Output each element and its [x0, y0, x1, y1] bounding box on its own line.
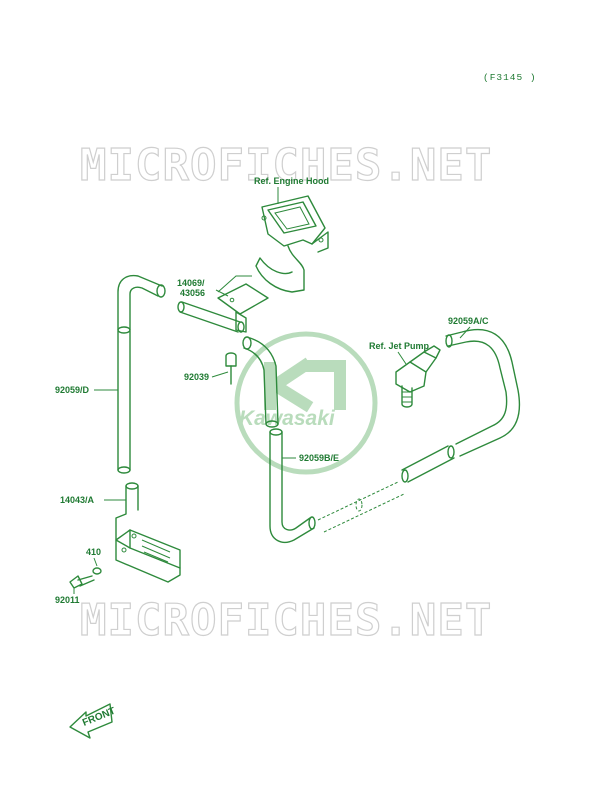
watermark-top: MICROFICHES.NET [80, 140, 492, 191]
logo-text: Kawasaki [239, 407, 336, 430]
washer-and-bolt [69, 567, 102, 589]
label-92039: 92039 [184, 372, 209, 382]
jet-pump-elbow [395, 345, 441, 408]
label-14043a: 14043/A [60, 495, 95, 505]
label-jet-pump: Ref. Jet Pump [369, 341, 430, 351]
label-410: 410 [86, 547, 101, 557]
pin [225, 352, 237, 385]
hose-right [401, 328, 521, 483]
diagram-code: (F3145 ) [483, 72, 537, 83]
label-92059be: 92059B/E [299, 453, 339, 463]
label-engine-hood: Ref. Engine Hood [254, 176, 329, 186]
mounting-plate [217, 283, 269, 333]
engine-hood-bracket [255, 195, 329, 293]
label-92059ac: 92059A/C [448, 316, 489, 326]
label-43056: 43056 [180, 288, 205, 298]
leader-lines [73, 187, 471, 594]
label-92011: 92011 [55, 595, 80, 605]
hose-left [117, 274, 166, 474]
tube-fitting-block [115, 482, 181, 583]
front-arrow-icon: FRONT [69, 703, 117, 739]
label-92059d: 92059/D [55, 385, 90, 395]
watermark-bottom: MICROFICHES.NET [80, 595, 492, 646]
bypass-tube [177, 301, 245, 333]
label-14069: 14069/ [177, 278, 205, 288]
phantom-hose-section [317, 481, 405, 533]
hose-middle [242, 336, 316, 544]
kawasaki-logo: Kawasaki [234, 331, 378, 475]
